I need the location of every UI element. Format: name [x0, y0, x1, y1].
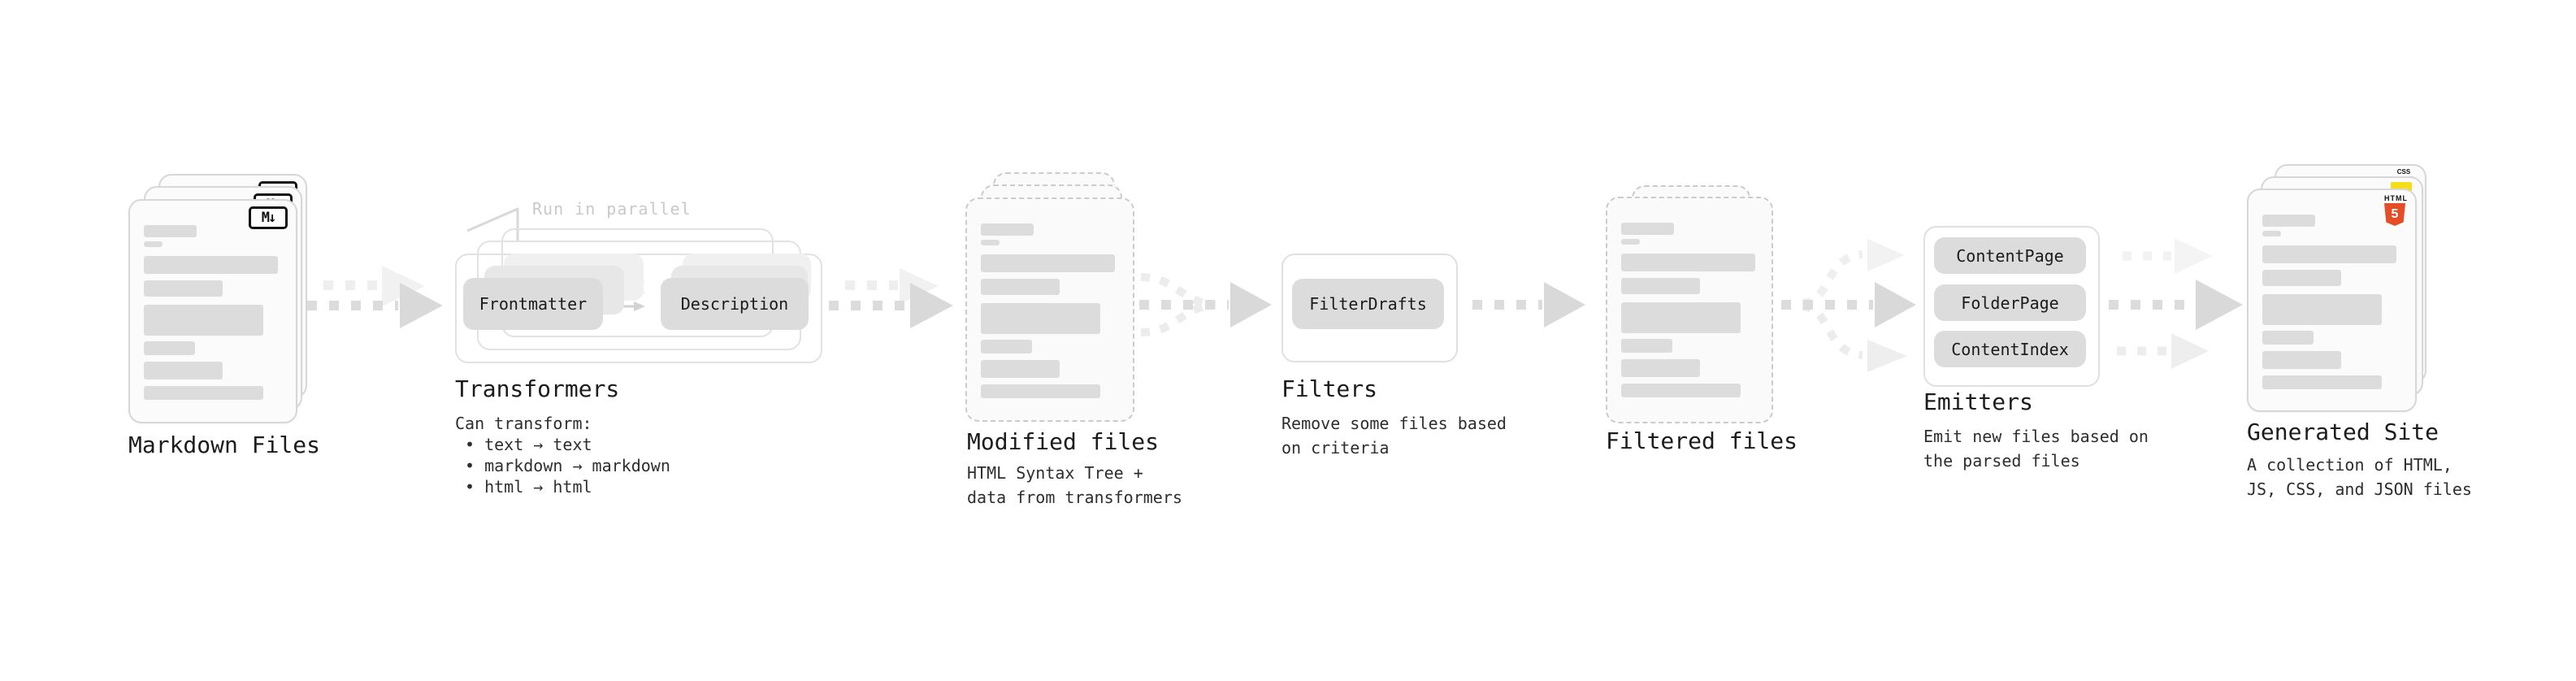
modified-files-title: Modified files	[967, 428, 1160, 455]
generated-site-title: Generated Site	[2247, 419, 2439, 445]
generated-site-desc: A collection of HTML, JS, CSS, and JSON …	[2247, 455, 2472, 499]
markdown-files-title: Markdown Files	[128, 432, 321, 458]
transformers-bullet-list: • text → text • markdown → markdown • ht…	[465, 434, 670, 497]
text-placeholder-bars	[2262, 215, 2401, 410]
html5-icon-number: 5	[2391, 207, 2399, 221]
arrow-markdown-to-transformers	[307, 266, 443, 328]
filtered-file	[1606, 197, 1773, 423]
arrow-split-filtered-to-emitters	[1781, 239, 1916, 372]
filterdrafts-chip: FilterDrafts	[1292, 279, 1444, 329]
html-file: HTML 5	[2247, 189, 2417, 412]
frontmatter-chip: Frontmatter	[463, 278, 603, 330]
modified-file	[965, 197, 1134, 422]
transformers-title: Transformers	[455, 375, 620, 402]
html5-icon-word: HTML	[2384, 194, 2408, 202]
css-icon-label: CSS	[2396, 168, 2411, 176]
bullet-item: • html → html	[465, 477, 592, 497]
filters-title: Filters	[1281, 375, 1378, 402]
arrows-emitters-to-generated	[2109, 238, 2243, 369]
bullet-item: • text → text	[465, 435, 592, 454]
markdown-icon: M↓	[249, 206, 288, 229]
arrow-merge-modified-to-filters	[1139, 273, 1272, 336]
transformers-desc-heading: Can transform:	[455, 414, 592, 433]
filtered-files-title: Filtered files	[1606, 427, 1798, 454]
arrow-filters-to-filtered	[1472, 282, 1585, 327]
description-chip: Description	[661, 278, 809, 330]
html5-icon: HTML 5	[2384, 194, 2408, 226]
contentpage-chip: ContentPage	[1934, 237, 2086, 274]
contentindex-chip: ContentIndex	[1934, 331, 2086, 367]
folderpage-chip: FolderPage	[1934, 284, 2086, 321]
emitters-desc: Emit new files based on the parsed files	[1923, 427, 2149, 471]
text-placeholder-bars	[144, 225, 282, 422]
text-placeholder-bars	[1621, 223, 1758, 422]
emitters-title: Emitters	[1923, 388, 2033, 415]
arrow-transformers-to-modified	[829, 268, 953, 328]
run-in-parallel-note: Run in parallel	[532, 199, 692, 219]
transformer-outline-front	[455, 254, 822, 363]
html5-icon-shield: 5	[2384, 203, 2405, 226]
filters-desc: Remove some files based on criteria	[1281, 414, 1507, 458]
text-placeholder-bars	[981, 223, 1119, 420]
bullet-item: • markdown → markdown	[465, 456, 670, 475]
markdown-file: M↓	[128, 199, 297, 423]
modified-files-desc: HTML Syntax Tree + data from transformer…	[967, 463, 1182, 507]
